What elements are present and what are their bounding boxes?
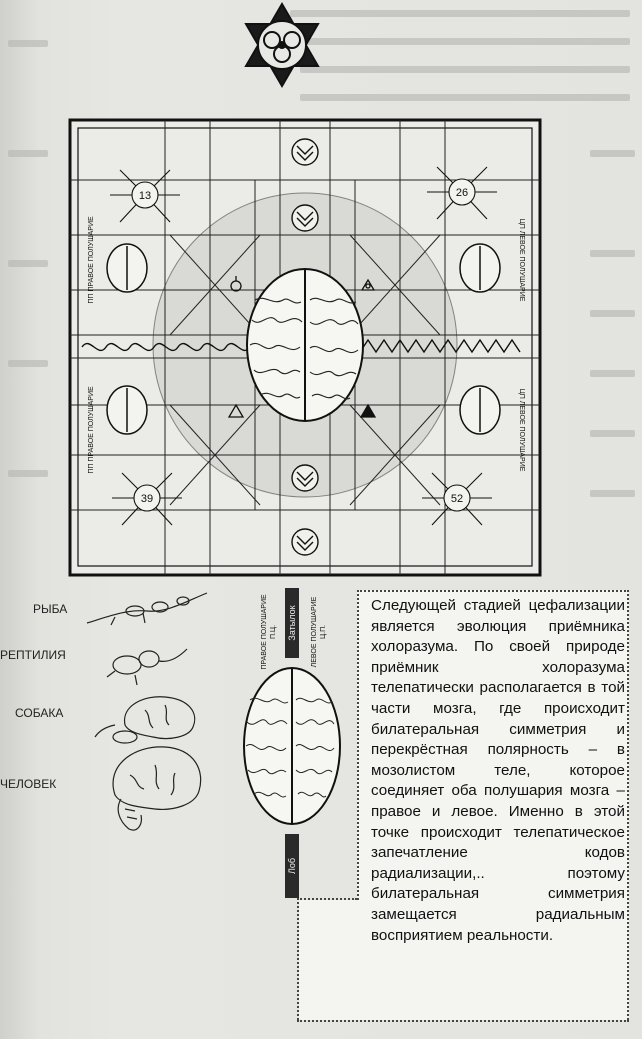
hemisphere-brain-figure: ПРАВОЕ ПОЛУШАРИЕ П.Ц. ЛЕВОЕ ПОЛУШАРИЕ Ц.…	[232, 580, 352, 900]
number-hubs	[110, 166, 497, 526]
label-forehead: Лоб	[287, 858, 297, 874]
wave-band-left	[81, 342, 251, 352]
label-left-hemisphere-abbr: Ц.П.	[320, 625, 327, 639]
label-right-hemisphere-bottom: ПП ПРАВОЕ ПОЛУШАРИЕ	[88, 386, 95, 474]
hub-number-39: 39	[141, 493, 153, 505]
reptile-brain-drawing	[106, 648, 188, 686]
holomind-grid-diagram: 13 26 39 52 ПП ПРАВОЕ ПОЛУШАРИЕ ЦП ЛЕВОЕ…	[68, 2, 542, 577]
hemisphere-brain-drawing: ПРАВОЕ ПОЛУШАРИЕ П.Ц. ЛЕВОЕ ПОЛУШАРИЕ Ц.…	[243, 588, 341, 898]
star-seal	[244, 2, 320, 88]
label-fish: РЫБА	[33, 602, 68, 616]
callout-box	[357, 590, 629, 1020]
back-label-bar	[285, 588, 299, 658]
brain-evolution-drawings	[86, 592, 208, 831]
label-human: ЧЕЛОВЕК	[0, 777, 57, 791]
central-brain	[246, 268, 364, 422]
label-left-hemisphere: ЛЕВОЕ ПОЛУШАРИЕ	[311, 596, 318, 667]
hub-number-13: 13	[139, 190, 151, 202]
dog-brain-drawing	[94, 696, 196, 744]
side-brains	[106, 243, 501, 435]
callout-paragraph: Следующей стадией цефализации является э…	[371, 597, 625, 944]
label-left-hemisphere-top: ЦП ЛЕВОЕ ПОЛУШАРИЕ	[518, 219, 525, 302]
fish-brain-drawing	[86, 592, 208, 626]
hub-number-52: 52	[451, 493, 463, 505]
evolution-figures: РЫБА РЕПТИЛИЯ СОБАКА ЧЕЛОВЕК	[0, 580, 230, 850]
label-right-hemisphere-top: ПП ПРАВОЕ ПОЛУШАРИЕ	[88, 216, 95, 304]
label-dog: СОБАКА	[15, 706, 64, 720]
callout-box-step-border	[297, 898, 357, 900]
wave-band-right	[359, 338, 521, 354]
front-label-bar	[285, 834, 299, 898]
label-back-of-head: Затылок	[287, 605, 297, 640]
human-brain-drawing	[112, 746, 202, 831]
label-right-hemisphere: ПРАВОЕ ПОЛУШАРИЕ	[261, 594, 268, 670]
corner-symbols	[227, 276, 377, 418]
label-left-hemisphere-bottom: ЦП ЛЕВОЕ ПОЛУШАРИЕ	[518, 389, 525, 472]
label-reptile: РЕПТИЛИЯ	[0, 648, 66, 662]
callout-box-step-left-border	[297, 898, 299, 1020]
callout-box-right-border	[627, 590, 629, 1020]
hub-number-26: 26	[456, 187, 468, 199]
center-chevrons	[291, 138, 319, 556]
callout-box-bottom-border	[297, 1020, 629, 1022]
callout-box-lower-fill	[299, 900, 359, 1020]
label-right-hemisphere-abbr: П.Ц.	[270, 625, 277, 639]
